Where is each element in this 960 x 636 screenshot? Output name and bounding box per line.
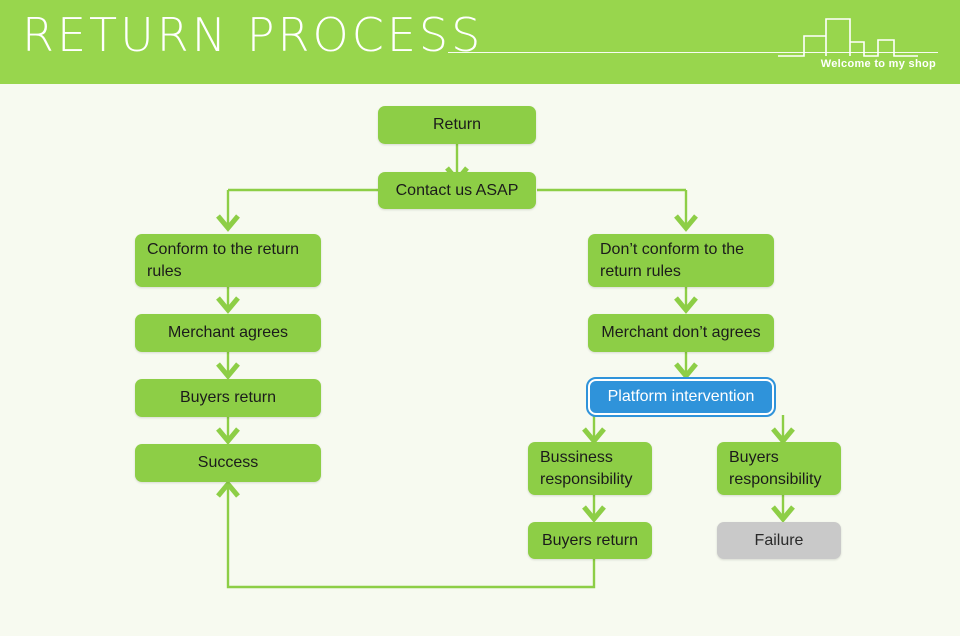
node-label: Platform intervention [607,388,755,406]
arrowhead-failure [771,505,795,523]
node-conform-to-return-rules[interactable]: Conform to the return rules [135,234,321,287]
arrowhead-loop-success [216,480,240,498]
arrowhead-success [216,427,240,445]
city-skyline-icon [778,18,918,57]
node-buyers-responsibility[interactable]: Buyers responsibility [717,442,841,495]
arrowhead-conform [216,214,240,232]
arrowhead-platform [674,362,698,380]
node-label: Success [197,454,259,472]
node-bussiness-responsibility[interactable]: Bussiness responsibility [528,442,652,495]
node-label: Return [432,116,482,134]
page-title: RETURN PROCESS [22,8,484,62]
node-label: Merchant agrees [167,324,289,342]
node-success[interactable]: Success [135,444,321,482]
node-label: Bussiness responsibility [540,449,633,488]
node-buyers-return-right[interactable]: Buyers return [528,522,652,559]
node-label: Failure [754,531,804,549]
arrowhead-buyers-resp [771,427,795,445]
flowchart-canvas: Return Contact us ASAP Conform to the re… [0,84,960,636]
arrowhead-buyers-return-left [216,362,240,380]
edge-loop-buyersreturn-success [226,484,596,589]
arrowhead-notconform [674,214,698,232]
flowchart-connectors [216,144,795,589]
arrowhead-merchant-not-agrees [674,296,698,314]
header-tagline: Welcome to my shop [820,58,936,70]
node-merchant-dont-agrees[interactable]: Merchant don’t agrees [588,314,774,352]
node-label: Merchant don’t agrees [601,324,761,342]
node-label: Buyers responsibility [729,449,822,488]
arrowhead-business-resp [582,427,606,445]
node-contact-us-asap[interactable]: Contact us ASAP [378,172,536,209]
node-dont-conform-to-return-rules[interactable]: Don’t conform to the return rules [588,234,774,287]
node-label: Buyers return [179,389,277,407]
node-failure[interactable]: Failure [717,522,841,559]
node-label: Don’t conform to the return rules [600,241,745,280]
node-buyers-return-left[interactable]: Buyers return [135,379,321,417]
node-label: Buyers return [541,531,639,549]
node-label: Conform to the return rules [147,241,300,280]
page-header: RETURN PROCESS Welcome to my shop [0,0,960,84]
node-label: Contact us ASAP [395,181,519,199]
header-divider-line [448,52,938,53]
node-merchant-agrees[interactable]: Merchant agrees [135,314,321,352]
arrowhead-merchant-agrees [216,296,240,314]
arrowhead-buyers-return-right [582,505,606,523]
node-platform-intervention[interactable]: Platform intervention [586,377,776,417]
node-return[interactable]: Return [378,106,536,144]
